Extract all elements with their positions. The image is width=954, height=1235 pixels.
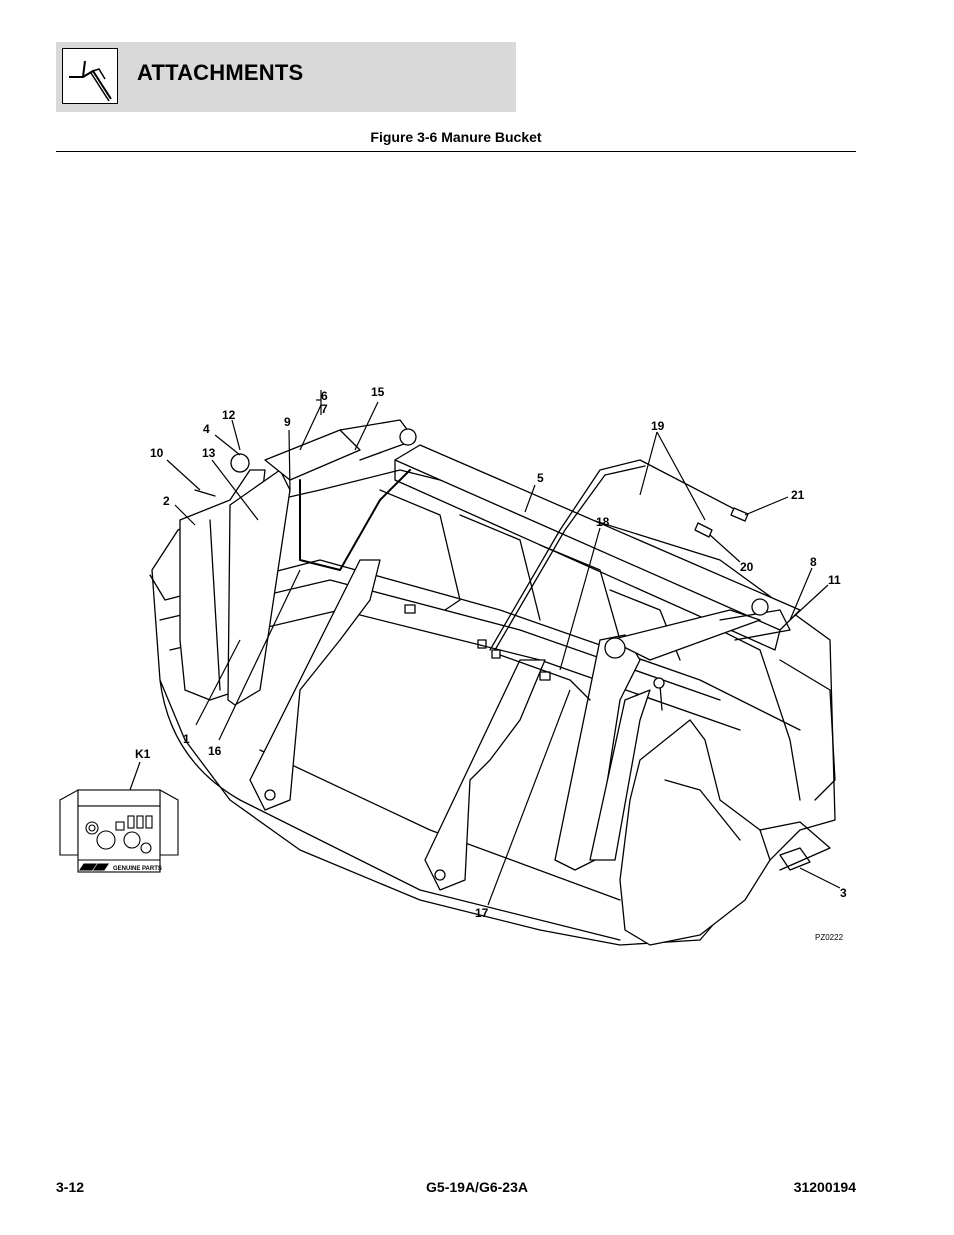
section-title: ATTACHMENTS bbox=[137, 60, 304, 85]
coupler-20 bbox=[694, 522, 713, 538]
section-icon-box bbox=[62, 48, 118, 104]
callout-21: 21 bbox=[791, 488, 805, 502]
callout-3: 3 bbox=[840, 886, 847, 900]
callout-10: 10 bbox=[150, 446, 164, 460]
callout-13: 13 bbox=[202, 446, 216, 460]
cylinder-right bbox=[609, 609, 761, 661]
callout-15: 15 bbox=[371, 385, 385, 399]
figure-caption: Figure 3-6 Manure Bucket bbox=[370, 129, 542, 145]
callout-5: 5 bbox=[537, 471, 544, 485]
kit-label: GENUINE PARTS bbox=[113, 866, 162, 872]
callout-20: 20 bbox=[740, 560, 754, 574]
callout-7: 7 bbox=[321, 402, 328, 416]
cutting-edge bbox=[759, 821, 831, 871]
callout-2: 2 bbox=[163, 494, 170, 508]
hydraulic-tube-left bbox=[299, 469, 411, 571]
page-number: 3-12 bbox=[56, 1179, 85, 1195]
callout-k1: K1 bbox=[135, 747, 151, 761]
callout-17: 17 bbox=[475, 906, 489, 920]
right-side-plate bbox=[619, 719, 771, 946]
center-hitch-right bbox=[424, 659, 546, 891]
callout-6: 6 bbox=[321, 389, 328, 403]
center-hitch-left bbox=[249, 559, 381, 811]
callout-8: 8 bbox=[810, 555, 817, 569]
hydraulic-tube-right bbox=[489, 459, 741, 651]
callout-19: 19 bbox=[651, 419, 665, 433]
coupler-21 bbox=[730, 507, 749, 522]
header-band bbox=[56, 42, 516, 112]
cylinder-left bbox=[264, 429, 361, 481]
figure-code: PZ0222 bbox=[815, 933, 844, 942]
callout-11: 11 bbox=[828, 573, 841, 587]
callout-4: 4 bbox=[203, 422, 210, 436]
callout-1: 1 bbox=[183, 732, 190, 746]
callout-16: 16 bbox=[208, 744, 222, 758]
callout-9: 9 bbox=[284, 415, 291, 429]
model-number: G5-19A/G6-23A bbox=[426, 1179, 528, 1195]
document-number: 31200194 bbox=[793, 1179, 856, 1195]
parts-kit-box bbox=[59, 789, 179, 873]
header-rule bbox=[56, 151, 856, 152]
right-mount-plate bbox=[554, 634, 641, 871]
attachment-hook-icon bbox=[69, 60, 112, 102]
callout-18: 18 bbox=[596, 515, 610, 529]
callout-12: 12 bbox=[222, 408, 236, 422]
